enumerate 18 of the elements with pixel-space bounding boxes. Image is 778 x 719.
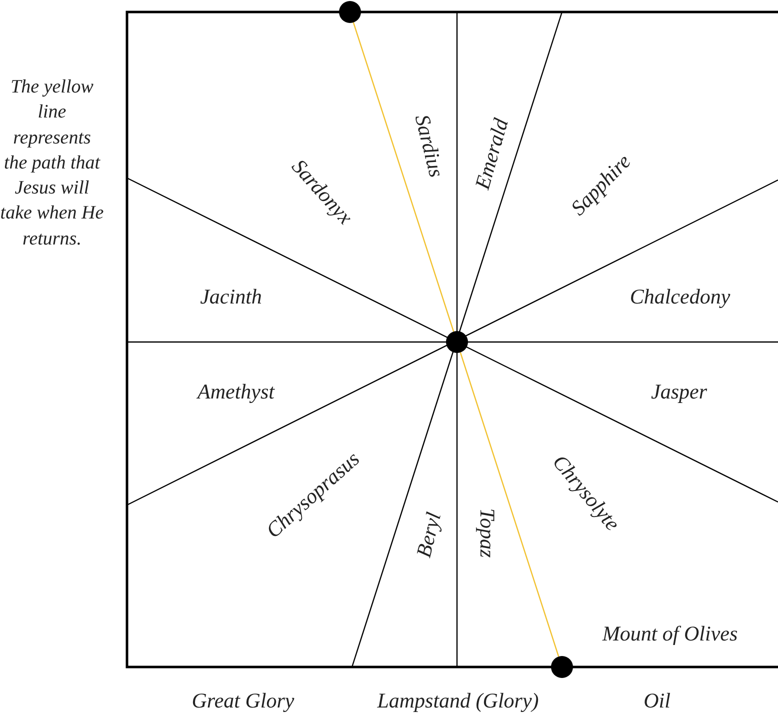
region-label: Amethyst <box>198 380 274 404</box>
region-label: Beryl <box>412 510 446 560</box>
point-marker <box>339 1 361 23</box>
path-line <box>352 22 454 332</box>
gate-label: Lampstand (Glory) <box>377 689 539 713</box>
region-label: Jasper <box>651 380 707 404</box>
path-line <box>460 352 560 657</box>
point-marker <box>551 656 573 678</box>
gate-label: Oil <box>644 689 670 713</box>
note-text: The yellow line represents the path that Jesus will take when He returns. <box>0 76 104 252</box>
region-label: Emerald <box>470 116 514 192</box>
region-label: Jacinth <box>200 285 262 309</box>
region-label: Chalcedony <box>630 285 730 309</box>
point-marker <box>446 331 468 353</box>
region-label: Topaz <box>475 508 499 558</box>
gate-label: Great Glory <box>192 689 294 713</box>
place-label: Mount of Olives <box>602 622 738 646</box>
region-label: Sardius <box>410 112 448 180</box>
